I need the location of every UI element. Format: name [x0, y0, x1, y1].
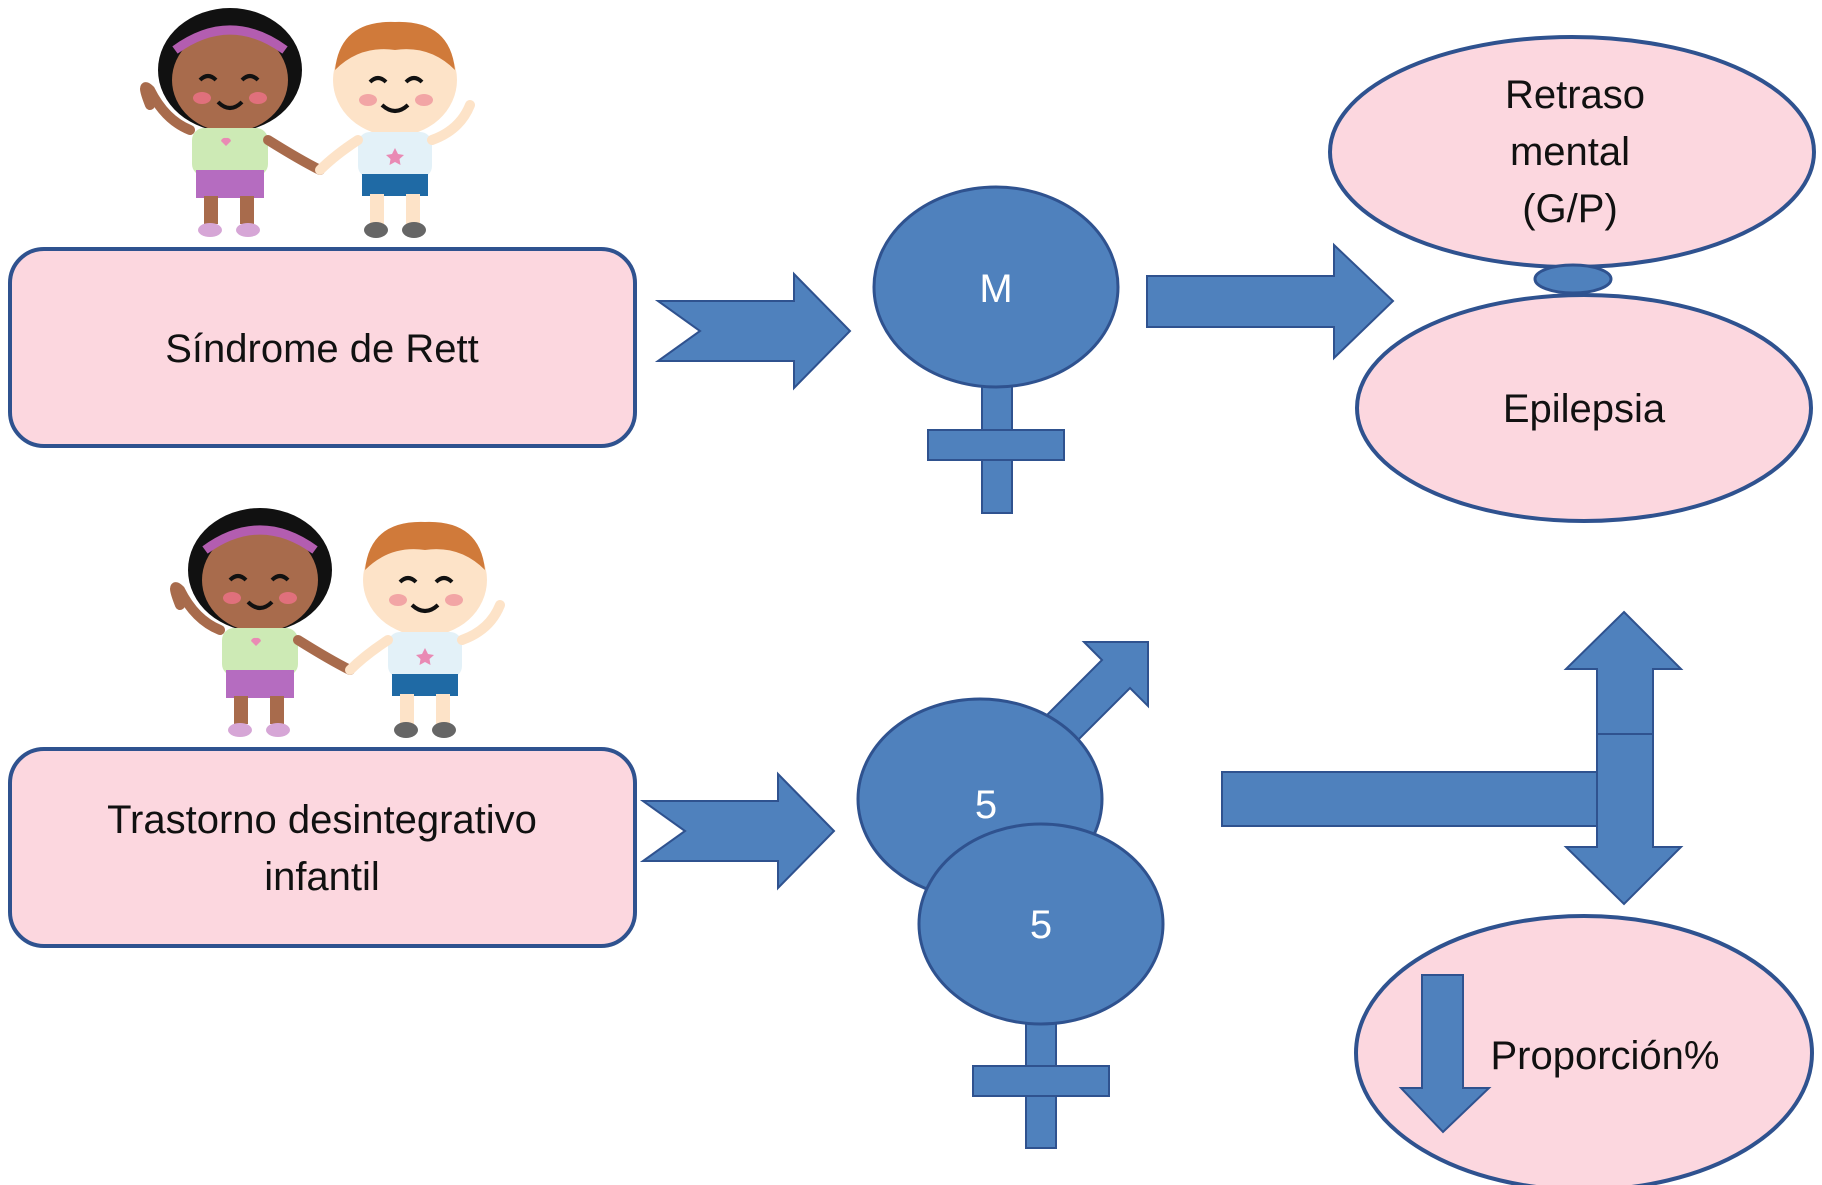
epilepsia-node: Epilepsia: [1355, 293, 1813, 523]
chevron-arrow-icon-bottom: [639, 771, 836, 891]
retraso-line-2: mental: [1510, 130, 1630, 174]
rett-gender-label: M: [979, 267, 1012, 311]
children-illustration-icon-bottom: [170, 508, 505, 738]
children-illustration-icon-top: [140, 8, 475, 238]
tdi-node: Trastorno desintegrativo infantil: [8, 747, 637, 948]
girl-figure: [140, 8, 325, 237]
rett-label: Síndrome de Rett: [165, 327, 479, 371]
tdi-female-value: 5: [1030, 903, 1052, 947]
retraso-line-3: (G/P): [1522, 187, 1618, 231]
female-symbol-icon-rett: M: [872, 185, 1120, 514]
tdi-male-value: 5: [975, 783, 997, 827]
epilepsia-label: Epilepsia: [1503, 387, 1666, 431]
chevron-arrow-icon-top: [654, 271, 852, 391]
proporcion-node: Proporción%: [1354, 914, 1814, 1185]
up-down-arrow-icon: [1563, 610, 1684, 906]
retraso-line-1: Retraso: [1505, 73, 1645, 117]
down-arrow-icon: [1398, 974, 1492, 1134]
boy-figure: [315, 21, 475, 238]
horizontal-bar: [1221, 771, 1599, 827]
connector-node: [1533, 263, 1613, 295]
boy-figure: [345, 521, 505, 738]
female-symbol-icon-tdi: 5: [917, 822, 1165, 1149]
tdi-label-line-2: infantil: [264, 855, 380, 899]
block-arrow-icon-outcomes: [1146, 242, 1395, 361]
girl-figure: [170, 508, 355, 737]
tdi-label-line-1: Trastorno desintegrativo: [107, 798, 537, 842]
rett-node: Síndrome de Rett: [8, 247, 637, 448]
retraso-mental-node: Retraso mental (G/P): [1328, 35, 1816, 269]
proporcion-label: Proporción%: [1490, 1034, 1719, 1078]
